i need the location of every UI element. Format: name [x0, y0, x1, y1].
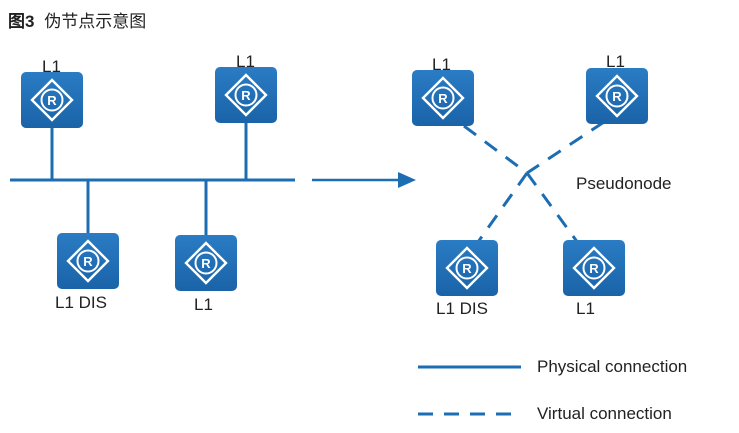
- figure-caption: 伪节点示意图: [44, 12, 146, 31]
- router-letter: R: [201, 256, 211, 271]
- figure-number: 图3: [8, 12, 34, 31]
- router-right-bottom-2: L1: [561, 238, 627, 318]
- router-letter: R: [438, 91, 448, 106]
- virtual-link-line: [476, 172, 529, 243]
- physical-lan: [10, 122, 295, 236]
- router-label: L1: [194, 295, 213, 314]
- legend-virtual-label: Virtual connection: [537, 404, 672, 423]
- router-right-bottom-dis: L1 DIS: [434, 238, 500, 318]
- router-letter: R: [462, 261, 472, 276]
- router-right-top-2: L1: [584, 52, 650, 126]
- router-letter: R: [241, 88, 251, 103]
- router-label: L1: [432, 55, 451, 74]
- router-letter: R: [589, 261, 599, 276]
- router-label: L1: [236, 52, 255, 71]
- router-left-bottom-2: L1: [173, 233, 239, 314]
- transform-arrow: [312, 172, 416, 188]
- router-label: L1: [606, 52, 625, 71]
- router-left-top-1: L1: [19, 57, 85, 130]
- legend-physical-label: Physical connection: [537, 357, 687, 376]
- router-letter: R: [612, 89, 622, 104]
- router-label: L1 DIS: [436, 299, 488, 318]
- legend: Physical connection Virtual connection: [418, 357, 687, 423]
- router-left-bottom-dis: L1 DIS: [55, 231, 121, 312]
- router-right-top-1: L1: [410, 55, 476, 128]
- router-left-top-2: L1: [213, 52, 279, 125]
- virtual-link-line: [526, 120, 605, 175]
- router-label: L1 DIS: [55, 293, 107, 312]
- router-label: L1: [42, 57, 61, 76]
- virtual-link-line: [525, 172, 580, 244]
- virtual-link-line: [463, 124, 528, 175]
- arrow-head-icon: [398, 172, 416, 188]
- router-letter: R: [47, 93, 57, 108]
- pseudonode-label: Pseudonode: [576, 174, 671, 193]
- router-label: L1: [576, 299, 595, 318]
- virtual-links: [463, 120, 605, 244]
- figure-title: 图3 伪节点示意图: [8, 12, 146, 31]
- router-letter: R: [83, 254, 93, 269]
